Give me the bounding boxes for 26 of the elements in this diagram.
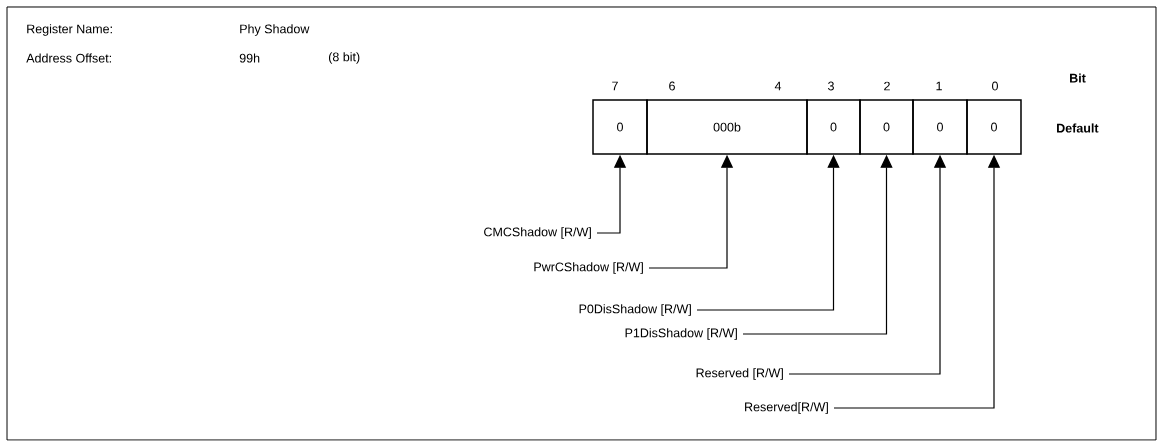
field-name: CMCShadow [R/W] — [484, 227, 591, 239]
row-heading: Default — [1057, 123, 1099, 133]
bit-number: 7 — [612, 81, 618, 91]
field-name: Reserved [R/W] — [696, 368, 783, 380]
row-heading: Bit — [1070, 73, 1086, 83]
bit-field-cell: 0 — [912, 99, 968, 155]
register-info: Address Offset: — [26, 53, 111, 63]
bit-field-cell: 000b — [646, 99, 808, 155]
bit-number: 4 — [774, 81, 782, 91]
register-info: (8 bit) — [329, 52, 360, 64]
bit-number: 3 — [828, 81, 834, 91]
field-name: PwrCShadow [R/W] — [534, 262, 643, 274]
field-name: P1DisShadow [R/W] — [625, 328, 737, 340]
bit-number: 6 — [669, 81, 675, 91]
bit-number: 1 — [936, 81, 942, 91]
bit-number: 0 — [992, 81, 998, 91]
bit-field-cell: 0 — [859, 99, 914, 155]
register-info: 99h — [239, 53, 260, 63]
bit-field-cell: 0 — [806, 99, 861, 155]
bit-field-cell: 0 — [592, 99, 648, 155]
bit-number: 2 — [884, 81, 890, 91]
field-name: Reserved[R/W] — [745, 402, 828, 414]
register-info: Register Name: — [27, 24, 112, 36]
register-info: Phy Shadow — [240, 24, 310, 36]
field-name: P0DisShadow [R/W] — [579, 304, 691, 316]
bit-field-cell: 0 — [966, 99, 1022, 155]
